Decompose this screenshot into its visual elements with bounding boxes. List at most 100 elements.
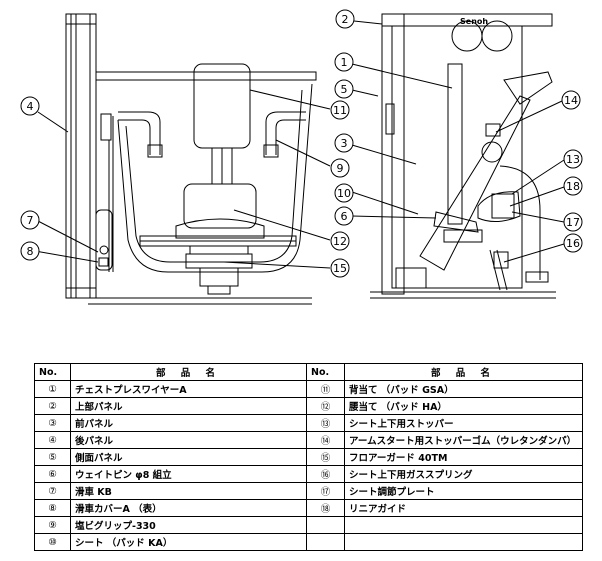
svg-text:9: 9: [337, 162, 344, 175]
callout-8: 8: [20, 241, 40, 261]
svg-text:10: 10: [337, 187, 351, 200]
header-no-left: No.: [34, 363, 71, 381]
header-name-right: 部 品 名: [344, 363, 583, 381]
part-name: 腰当て （パッド HA）: [344, 397, 583, 415]
machine-diagram: Senoh: [20, 9, 583, 305]
svg-text:1: 1: [341, 56, 348, 69]
lumbar-pad: [183, 183, 257, 229]
callout-11: 11: [330, 100, 350, 120]
svg-text:2: 2: [342, 13, 349, 26]
svg-text:6: 6: [341, 210, 348, 223]
part-name: リニアガイド: [344, 499, 583, 517]
part-number: ①: [34, 380, 71, 398]
callout-9: 9: [330, 158, 350, 178]
part-number: ⑨: [34, 516, 71, 534]
part-name: 前パネル: [70, 414, 307, 432]
svg-text:7: 7: [27, 214, 34, 227]
part-number: [306, 516, 345, 534]
part-number: ⑭: [306, 431, 345, 449]
part-name: アームスタート用ストッパーゴム（ウレタンダンパ）: [344, 431, 583, 449]
svg-text:14: 14: [564, 94, 578, 107]
svg-text:12: 12: [333, 235, 347, 248]
part-number: ⑫: [306, 397, 345, 415]
part-name: フロアーガード 40TM: [344, 448, 583, 466]
part-name: 側面パネル: [70, 448, 307, 466]
callout-10: 10: [334, 183, 354, 203]
callout-7: 7: [20, 210, 40, 230]
header-no-right: No.: [306, 363, 345, 381]
part-name: 後パネル: [70, 431, 307, 449]
svg-text:8: 8: [27, 245, 34, 258]
header-name-left: 部 品 名: [70, 363, 307, 381]
part-name: シート調節プレート: [344, 482, 583, 500]
part-number: ②: [34, 397, 71, 415]
part-name: [344, 533, 583, 551]
table-header-row: No. 部 品 名 No. 部 品 名: [34, 363, 583, 381]
front-view: [65, 13, 317, 305]
part-name: チェストプレスワイヤーA: [70, 380, 307, 398]
part-name: 塩ビグリップ-330: [70, 516, 307, 534]
svg-text:18: 18: [566, 180, 580, 193]
part-number: ⑯: [306, 465, 345, 483]
part-number: ④: [34, 431, 71, 449]
part-number: ⑦: [34, 482, 71, 500]
callout-3: 3: [334, 133, 354, 153]
part-name: 背当て （パッド GSA）: [344, 380, 583, 398]
callouts: 4 7 8 11 9 12 15 2 1 5 3 10 6 14 13 18 1…: [20, 9, 583, 278]
callout-2: 2: [335, 9, 355, 29]
part-number: ⑱: [306, 499, 345, 517]
svg-text:11: 11: [333, 104, 347, 117]
part-number: ⑥: [34, 465, 71, 483]
part-name: 滑車 KB: [70, 482, 307, 500]
svg-text:16: 16: [566, 237, 580, 250]
callout-16: 16: [563, 233, 583, 253]
part-number: ⑬: [306, 414, 345, 432]
svg-text:5: 5: [341, 83, 348, 96]
callout-12: 12: [330, 231, 350, 251]
brand-mark: Senoh: [460, 17, 488, 26]
part-number: ⑧: [34, 499, 71, 517]
callout-13: 13: [563, 149, 583, 169]
callout-5: 5: [334, 79, 354, 99]
svg-text:17: 17: [566, 216, 580, 229]
part-number: ⑮: [306, 448, 345, 466]
svg-text:3: 3: [341, 137, 348, 150]
back-pad: [193, 63, 251, 149]
rear-panel: [65, 13, 97, 299]
callout-15: 15: [330, 258, 350, 278]
part-name: シート （パッド KA）: [70, 533, 307, 551]
part-name: シート上下用ストッパー: [344, 414, 583, 432]
part-name: 滑車カバーA （表）: [70, 499, 307, 517]
svg-text:13: 13: [566, 153, 580, 166]
part-name: シート上下用ガススプリング: [344, 465, 583, 483]
part-number: ⑰: [306, 482, 345, 500]
part-number: [306, 533, 345, 551]
svg-text:4: 4: [27, 100, 34, 113]
callout-4: 4: [20, 96, 40, 116]
part-number: ③: [34, 414, 71, 432]
leader-lines: [34, 20, 565, 269]
callout-17: 17: [563, 212, 583, 232]
part-name: [344, 516, 583, 534]
part-name: 上部パネル: [70, 397, 307, 415]
part-number: ⑤: [34, 448, 71, 466]
svg-text:15: 15: [333, 262, 347, 275]
part-name: ウェイトピン φ8 組立: [70, 465, 307, 483]
callout-14: 14: [561, 90, 581, 110]
callout-6: 6: [334, 206, 354, 226]
callout-18: 18: [563, 176, 583, 196]
part-number: ⑪: [306, 380, 345, 398]
part-number: ⑩: [34, 533, 71, 551]
callout-1: 1: [334, 52, 354, 72]
